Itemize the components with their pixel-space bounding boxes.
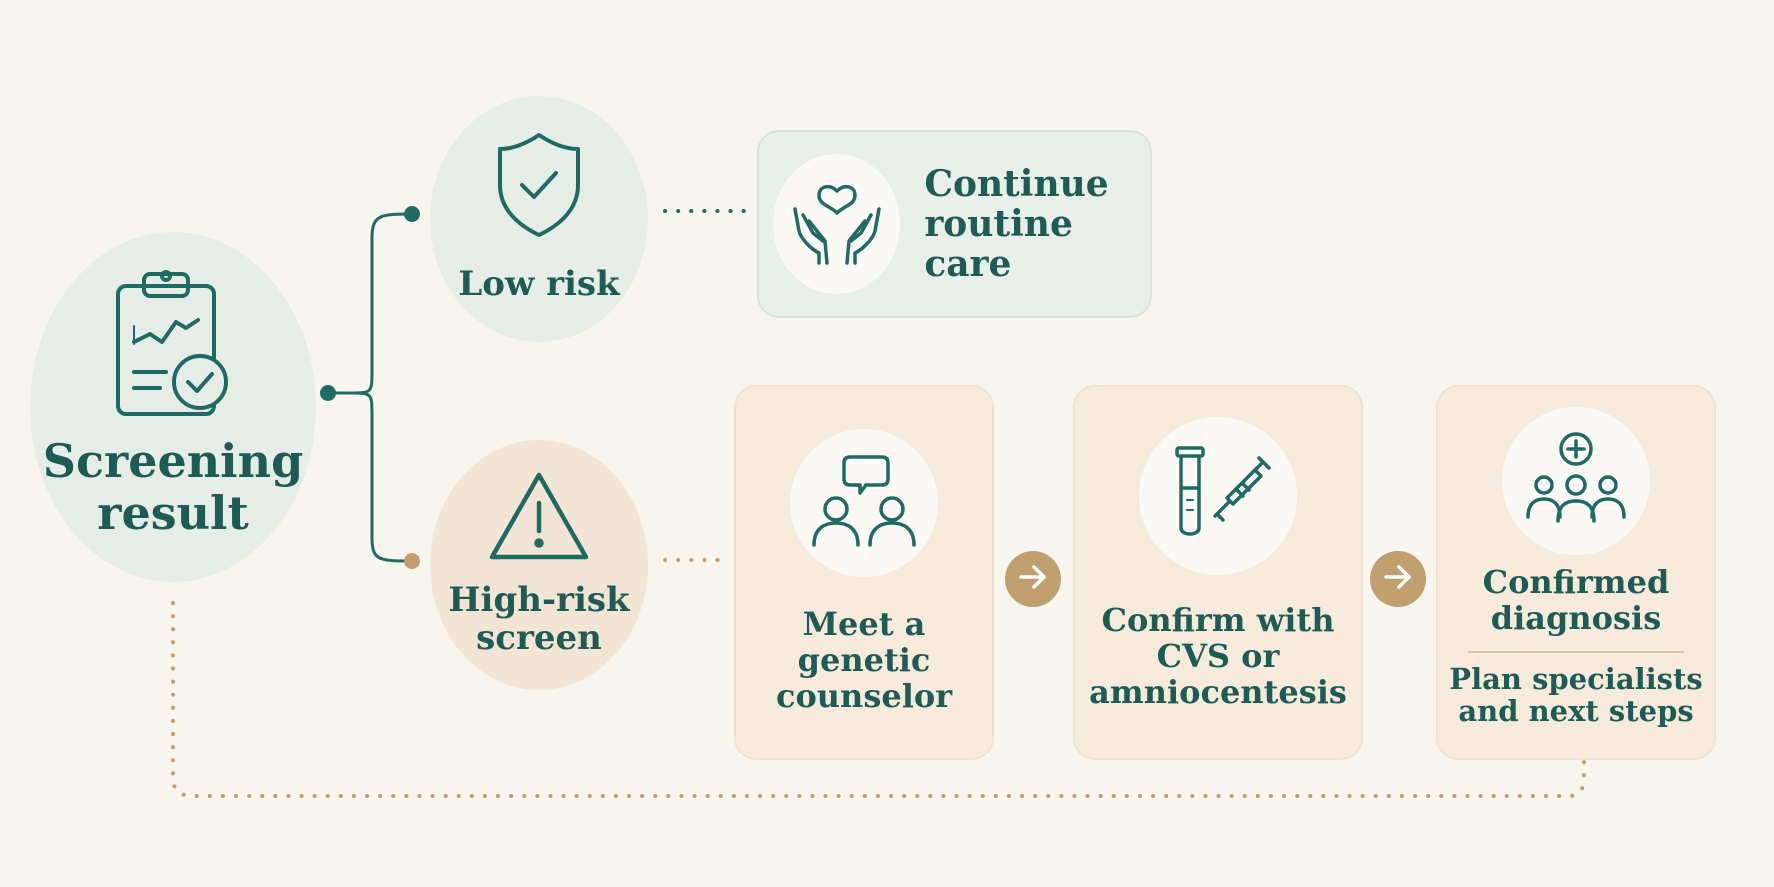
counselor-line3: counselor — [775, 676, 953, 715]
high-risk-node: High-risk screen — [430, 440, 648, 690]
confirm-icon-circle — [1139, 417, 1297, 575]
counselor-line1: Meet a — [802, 605, 926, 643]
counselor-icon-circle — [790, 429, 938, 577]
confirm-line1: Confirm with — [1101, 601, 1335, 639]
test-tube-syringe-icon — [1163, 444, 1273, 548]
hands-heart-icon — [789, 179, 885, 269]
low-risk-dot — [404, 206, 420, 222]
routine-care-line2: routine care — [924, 202, 1073, 286]
low-risk-node: Low risk — [430, 96, 648, 342]
diagnosis-sub-line1: Plan specialists — [1449, 661, 1703, 696]
diagnosis-divider — [1468, 650, 1684, 653]
arrow-right-icon — [1383, 564, 1413, 594]
low-risk-label: Low risk — [458, 263, 620, 304]
routine-care-card: Continue routine care — [757, 130, 1152, 318]
diagnosis-sub-line2: and next steps — [1458, 694, 1694, 729]
warning-triangle-icon — [486, 469, 592, 569]
routine-care-icon-circle — [773, 154, 901, 294]
high-risk-label-line1: High-risk — [448, 579, 630, 620]
bottom-dotted-loop — [171, 601, 1586, 798]
diagnosis-line2: diagnosis — [1490, 598, 1662, 637]
clipboard-chart-check-icon — [108, 264, 238, 428]
shield-check-icon — [494, 129, 584, 245]
start-dot — [320, 385, 336, 401]
start-label-line2: result — [97, 486, 249, 540]
high-risk-label-line2: screen — [476, 618, 602, 658]
confirm-line2: CVS or — [1156, 636, 1280, 675]
team-plus-icon — [1524, 431, 1628, 531]
diagnosis-icon-circle — [1502, 407, 1650, 555]
diagnosis-step-card: Confirmed diagnosis Plan specialists and… — [1436, 385, 1716, 760]
screening-result-node: Screening result — [30, 232, 316, 582]
step-arrow-1 — [1005, 551, 1061, 607]
routine-care-line1: Continue — [924, 162, 1109, 205]
step-arrow-2 — [1370, 551, 1426, 607]
diagnosis-line1: Confirmed — [1482, 563, 1670, 601]
confirm-line3: amniocentesis — [1089, 672, 1347, 711]
high-risk-dot — [404, 553, 420, 569]
branch-connector — [328, 212, 413, 395]
counselor-step-card: Meet a genetic counselor — [734, 385, 994, 760]
arrow-right-icon — [1018, 564, 1048, 594]
people-chat-icon — [810, 453, 918, 553]
start-label-line1: Screening — [42, 434, 304, 489]
branch-connector-lower — [349, 391, 413, 563]
counselor-line2: genetic — [797, 640, 931, 679]
confirm-step-card: Confirm with CVS or amniocentesis — [1073, 385, 1363, 760]
